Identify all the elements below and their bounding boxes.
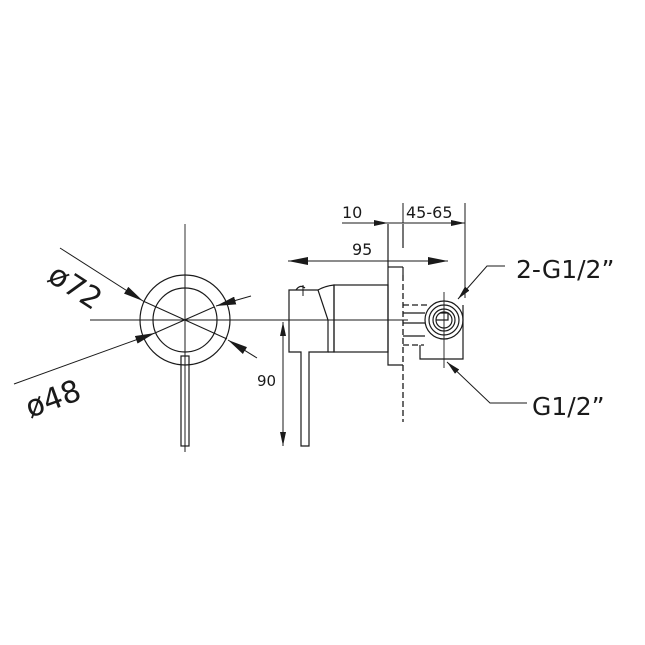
dim-72-leader-left (59, 247, 144, 302)
inlet-callout-leader (446, 361, 527, 404)
dim-handle-height-label: 90 (257, 372, 276, 390)
outlet-callout-leader (457, 265, 505, 300)
body-inner-circle (152, 287, 218, 353)
mixer-body (333, 284, 389, 353)
dim-flange-label: 10 (342, 203, 362, 222)
front-view: ø72 ø48 (13, 224, 262, 452)
lever-indicator (295, 285, 306, 291)
lever-collar (317, 284, 335, 353)
dim-48-leader-right (215, 295, 252, 307)
lever-side (288, 289, 329, 447)
dim-48-leader-left (13, 332, 156, 385)
escutcheon-flange (387, 275, 403, 366)
outer-diameter-label: ø72 (42, 257, 108, 317)
dim-wall-depth-label: 45-65 (406, 203, 453, 222)
outlet-thread-label: 2-G1/2” (516, 255, 614, 284)
dim-total-length-label: 95 (352, 240, 372, 259)
inner-diameter-label: ø48 (21, 373, 86, 425)
dim-72-leader-right (227, 339, 258, 359)
inlet-thread-label: G1/2” (532, 392, 605, 421)
valve-block (419, 305, 464, 360)
side-view: 10 45-65 95 90 2-G1/2” G1/2” (257, 203, 614, 447)
